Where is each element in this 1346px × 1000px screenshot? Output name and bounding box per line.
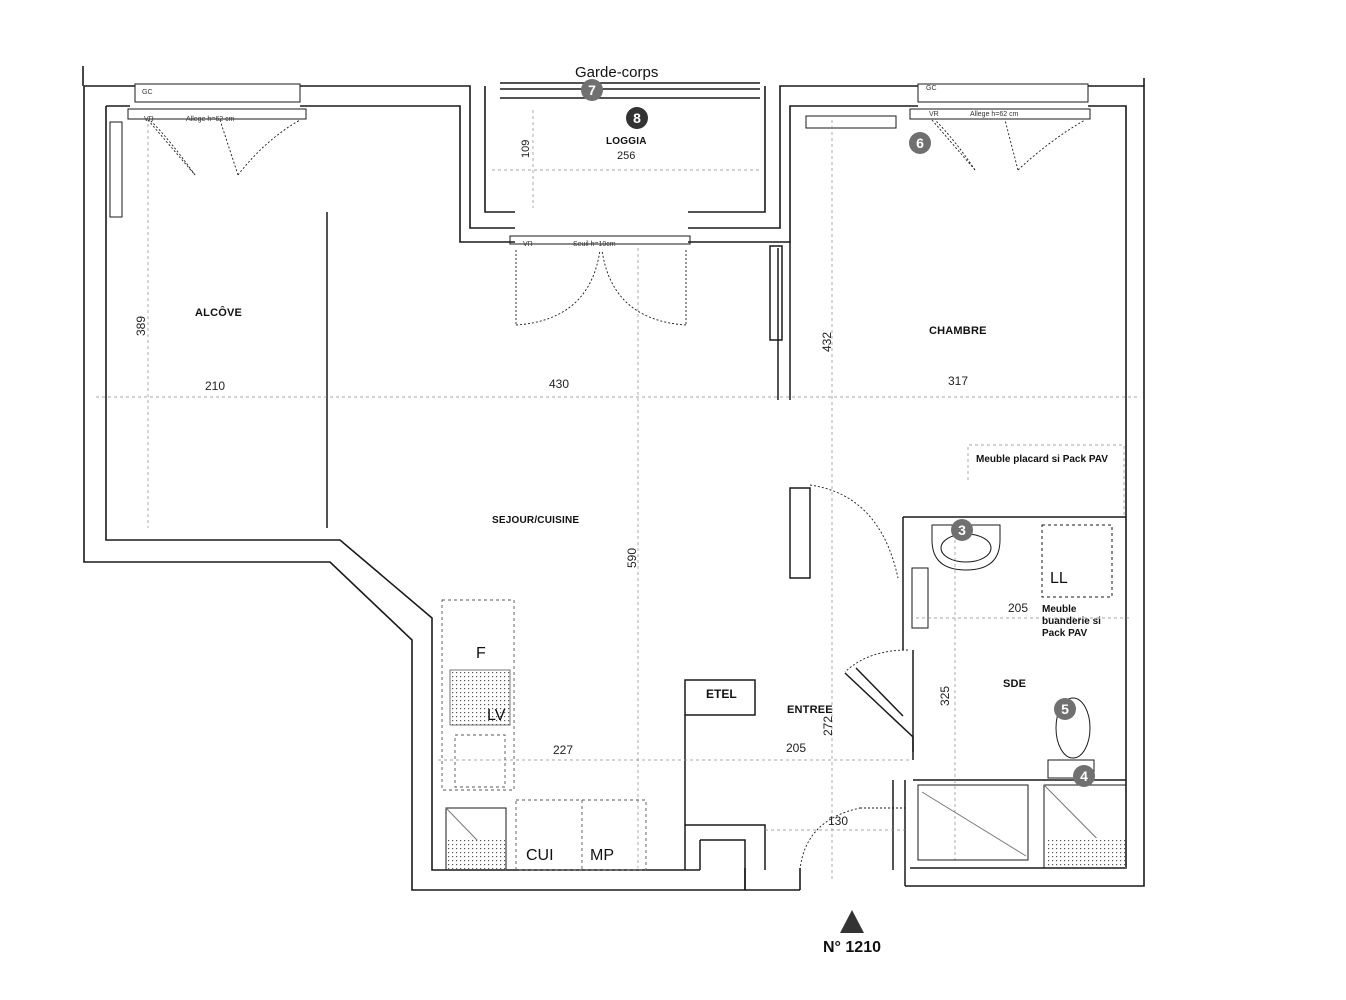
- note-buanderie-2: buanderie si: [1042, 616, 1101, 627]
- dim-loggia-depth: 109: [520, 139, 532, 158]
- triangle-up-icon: [840, 910, 864, 933]
- room-label-sejour: SEJOUR/CUISINE: [492, 515, 580, 526]
- window-label-vr-right: VR: [929, 111, 939, 118]
- fixture-dishwasher: LV: [487, 707, 506, 724]
- bathroom-fixtures: [917, 524, 1113, 861]
- dim-alcove-height: 389: [134, 315, 148, 336]
- dim-alcove-width: 210: [205, 379, 226, 393]
- corner-hatch-left: [447, 840, 505, 869]
- fixture-fridge: F: [476, 645, 486, 662]
- dim-chambre-width: 317: [948, 374, 969, 388]
- fixture-etel: ETEL: [706, 687, 737, 701]
- door-swings: [147, 119, 1086, 871]
- marker-8: 8: [626, 107, 648, 129]
- window-label-gc-right: GC: [926, 85, 937, 92]
- garde-corps-rail: [500, 82, 760, 99]
- marker-5: 5: [1054, 698, 1076, 720]
- dim-entree-width: 205: [786, 741, 807, 755]
- room-label-entree: ENTREE: [787, 704, 833, 716]
- kitchen-counter: [441, 599, 647, 871]
- dim-sde-height: 325: [938, 685, 952, 706]
- fixture-ll: LL: [1050, 570, 1068, 587]
- outer-wall: [82, 66, 1145, 891]
- dim-corridor-width: 130: [828, 814, 849, 828]
- dimension-lines: [96, 110, 1140, 882]
- dim-loggia-width: 256: [617, 150, 636, 162]
- dim-sde-width: 205: [1008, 601, 1029, 615]
- room-label-sde: SDE: [1003, 678, 1027, 690]
- marker-4: 4: [1073, 765, 1095, 787]
- marker-6: 6: [909, 132, 931, 154]
- garde-corps-label: Garde-corps: [575, 64, 659, 81]
- lot-number: N° 1210: [823, 939, 881, 956]
- window-label-vr-mid: VR: [523, 241, 533, 248]
- note-placard: Meuble placard si Pack PAV: [976, 454, 1108, 465]
- dim-sejour-height: 590: [625, 547, 639, 568]
- note-buanderie-1: Meuble: [1042, 604, 1077, 615]
- dim-kitchen-width: 227: [553, 743, 574, 757]
- interior-walls: [326, 212, 1126, 890]
- window-label-vr-left: VR: [144, 116, 154, 123]
- window-label-seuil: Seuil h=10cm: [573, 241, 616, 248]
- fixture-cuisine: CUI: [526, 847, 554, 864]
- room-label-chambre: CHAMBRE: [929, 325, 987, 337]
- window-label-allege-right: Allege h=62 cm: [970, 111, 1019, 118]
- dim-entree-height: 272: [821, 715, 835, 736]
- note-buanderie-3: Pack PAV: [1042, 628, 1088, 639]
- window-frames: [127, 83, 1091, 245]
- sink-grid: [449, 669, 511, 726]
- fixture-mp: MP: [590, 847, 614, 864]
- dim-chambre-height: 432: [820, 331, 834, 352]
- dim-sejour-width: 430: [549, 377, 570, 391]
- wardrobes: [109, 115, 929, 629]
- room-label-loggia: LOGGIA: [606, 136, 647, 147]
- marker-7: 7: [581, 79, 603, 101]
- window-label-allege-left: Allege h=62 cm: [186, 116, 235, 123]
- room-label-alcove: ALCÔVE: [195, 307, 243, 319]
- corner-hatch-right: [1046, 838, 1125, 867]
- window-label-gc-left: GC: [142, 89, 153, 96]
- marker-3: 3: [951, 519, 973, 541]
